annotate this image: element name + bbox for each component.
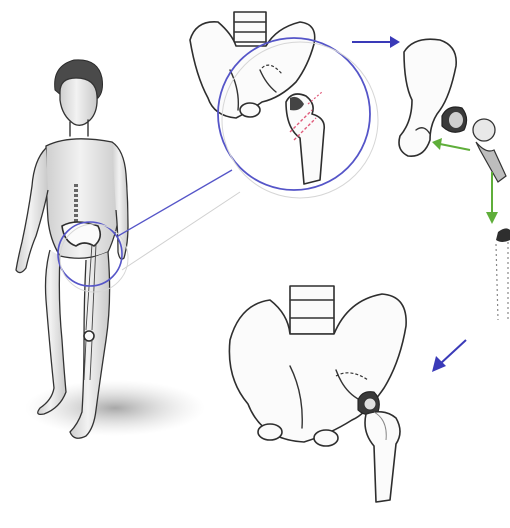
damaged-femur — [286, 92, 324, 184]
left-arm — [16, 148, 48, 273]
femur-cut-end — [496, 228, 510, 242]
green-arrow-left-icon — [432, 138, 470, 150]
person-figure — [16, 60, 205, 438]
arrow-right-icon — [352, 36, 400, 48]
replaced-hip-view — [229, 286, 406, 502]
replaced-femur — [365, 412, 400, 502]
femoral-ball — [473, 119, 495, 141]
dotted-femur — [496, 242, 508, 320]
half-pelvis — [399, 39, 456, 156]
prosthesis-parts-view — [399, 39, 510, 320]
head — [60, 78, 97, 125]
zoom-connector-line — [118, 170, 232, 236]
arrow-down-left-icon — [432, 340, 466, 372]
